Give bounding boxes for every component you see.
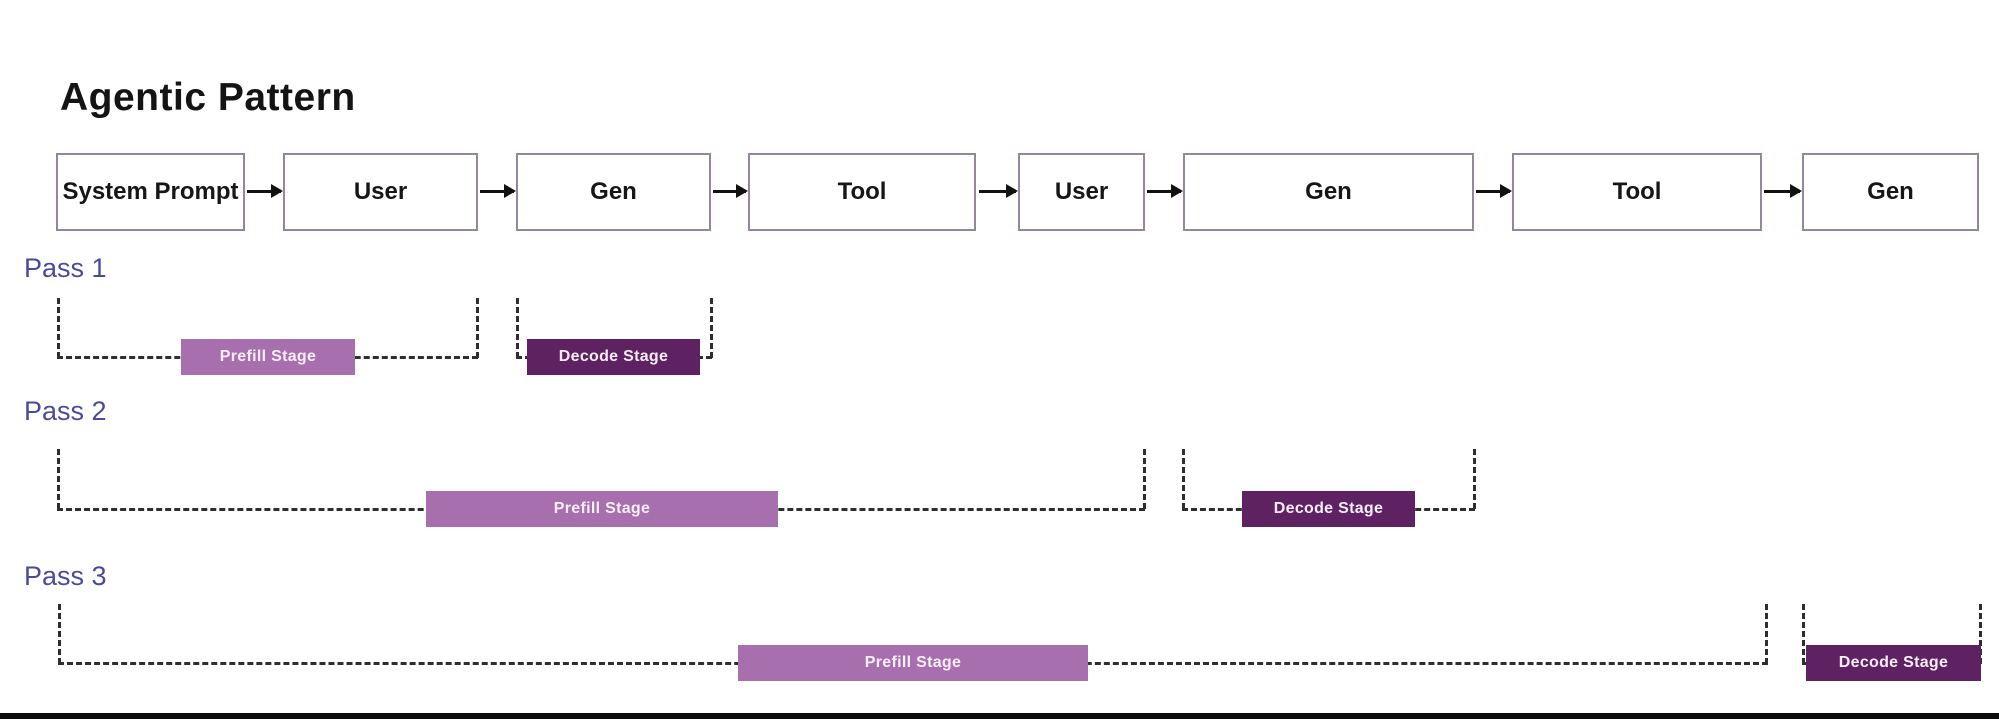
bracket-left-dash (57, 449, 60, 509)
page-title: Agentic Pattern (60, 76, 356, 119)
flow-node-gen-3: Gen (1802, 153, 1979, 231)
decode-stage-badge: Decode Stage (1806, 645, 1981, 681)
flow-node-label: Gen (590, 178, 637, 205)
flow-arrow-icon (1147, 184, 1183, 198)
decode-stage-badge: Decode Stage (527, 339, 700, 375)
bracket-left-dash (516, 298, 519, 358)
flow-node-tool-2: Tool (1512, 153, 1762, 231)
bracket-right-dash (1979, 604, 1982, 664)
flow-node-tool-1: Tool (748, 153, 976, 231)
flow-node-gen-2: Gen (1183, 153, 1474, 231)
flow-arrow-icon (713, 184, 748, 198)
badge-label: Decode Stage (558, 348, 669, 365)
flow-arrow-icon (247, 184, 283, 198)
badge-label: Decode Stage (1838, 654, 1949, 671)
bracket-left-dash (58, 604, 61, 664)
bracket-right-dash (476, 298, 479, 358)
flow-arrow-icon (1476, 184, 1512, 198)
bracket-right-dash (710, 298, 713, 358)
badge-label: Prefill Stage (219, 348, 317, 365)
badge-label: Prefill Stage (553, 500, 651, 517)
flow-node-system-prompt: System Prompt (56, 153, 245, 231)
flow-node-label: Gen (1305, 178, 1352, 205)
flow-node-label: Tool (1612, 178, 1662, 205)
flow-node-label: System Prompt (62, 178, 239, 205)
flow-node-label: User (353, 178, 408, 205)
decode-stage-badge: Decode Stage (1242, 491, 1415, 527)
badge-label: Decode Stage (1273, 500, 1384, 517)
flow-node-gen-1: Gen (516, 153, 711, 231)
pass-3-label: Pass 3 (24, 561, 107, 591)
flow-arrow-icon (979, 184, 1018, 198)
bracket-right-dash (1143, 449, 1146, 509)
pass-1-label: Pass 1 (24, 253, 107, 283)
bracket-left-dash (1182, 449, 1185, 509)
bracket-left-dash (57, 298, 60, 358)
flow-arrow-icon (480, 184, 516, 198)
flow-node-user-2: User (1018, 153, 1145, 231)
prefill-stage-badge: Prefill Stage (426, 491, 778, 527)
badge-label: Prefill Stage (864, 654, 962, 671)
bracket-left-dash (1802, 604, 1805, 664)
flow-node-label: Gen (1867, 178, 1914, 205)
flow-node-label: User (1054, 178, 1109, 205)
flow-arrow-icon (1764, 184, 1802, 198)
bracket-right-dash (1765, 604, 1768, 664)
pass-2-label: Pass 2 (24, 396, 107, 426)
bracket-right-dash (1473, 449, 1476, 509)
flow-node-label: Tool (837, 178, 887, 205)
prefill-stage-badge: Prefill Stage (181, 339, 355, 375)
flow-node-user-1: User (283, 153, 478, 231)
bottom-border-bar (0, 713, 1999, 719)
prefill-stage-badge: Prefill Stage (738, 645, 1088, 681)
